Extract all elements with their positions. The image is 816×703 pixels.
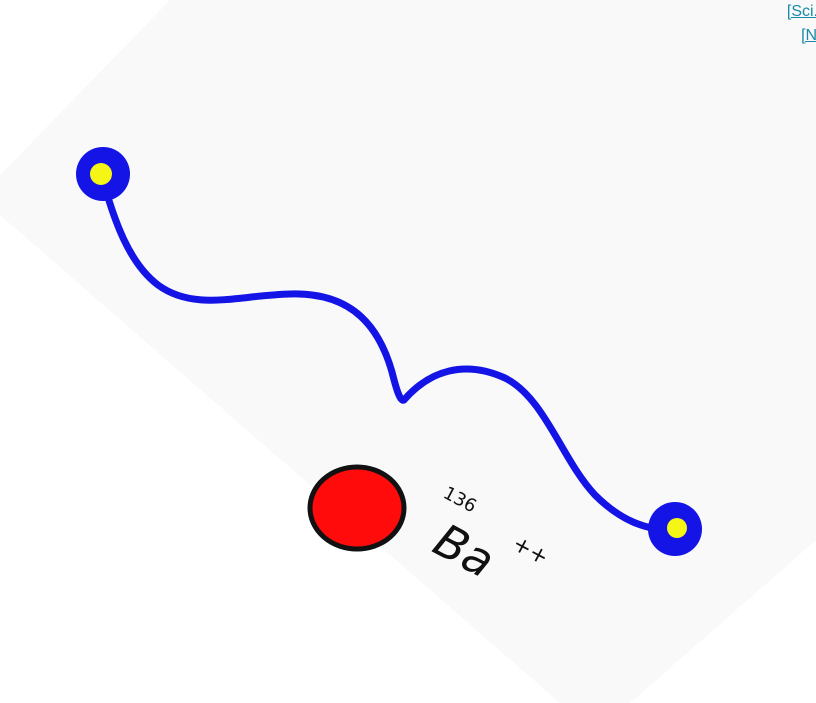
reference-link-sci-rep[interactable]: [Sci. R [787,0,816,24]
reference-link-nature[interactable]: [Na [787,24,816,48]
reference-links: [Sci. R [Na [787,0,816,48]
electrode-bottom-right-icon [648,502,702,556]
ion-icon [310,467,404,549]
electrode-top-left-icon [76,147,130,201]
